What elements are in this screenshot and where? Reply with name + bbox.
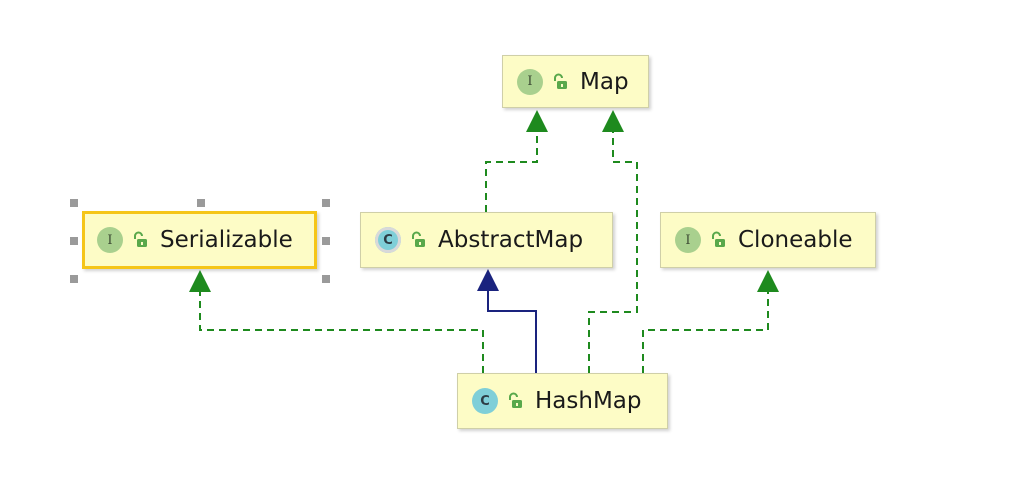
arrowhead-map-right	[602, 110, 624, 132]
node-hashmap[interactable]: C HashMap	[457, 373, 668, 429]
node-label: Cloneable	[738, 227, 853, 253]
node-serializable[interactable]: I Serializable	[82, 211, 317, 269]
interface-icon: I	[97, 227, 123, 253]
arrowhead-serializable	[189, 270, 211, 292]
edge-hashmap-map	[588, 132, 638, 373]
node-map[interactable]: I Map	[502, 55, 649, 108]
selection-handle-tl[interactable]	[70, 199, 78, 207]
selection-handle-bl[interactable]	[70, 275, 78, 283]
selection-handle-ml[interactable]	[70, 237, 78, 245]
abstract-class-icon: C	[375, 227, 401, 253]
lock-open-icon	[712, 231, 725, 247]
node-label: AbstractMap	[438, 227, 584, 253]
lock-open-icon	[134, 231, 147, 247]
interface-icon: I	[675, 227, 701, 253]
selection-handle-tm[interactable]	[197, 199, 205, 207]
edge-hashmap-serializable	[199, 292, 484, 373]
node-label: Serializable	[160, 227, 293, 253]
node-abstractmap[interactable]: C AbstractMap	[360, 212, 613, 268]
lock-open-icon	[554, 73, 567, 89]
node-label: HashMap	[535, 388, 642, 414]
edge-abstractmap-map	[485, 132, 538, 212]
arrowhead-map-left	[526, 110, 548, 132]
selection-handle-br[interactable]	[322, 275, 330, 283]
selection-handle-tr[interactable]	[322, 199, 330, 207]
node-cloneable[interactable]: I Cloneable	[660, 212, 876, 268]
lock-open-icon	[412, 231, 425, 247]
lock-open-icon	[509, 392, 522, 408]
edge-hashmap-abstractmap	[487, 290, 537, 373]
arrowhead-abstractmap	[477, 269, 499, 291]
selection-handle-mr[interactable]	[322, 237, 330, 245]
class-icon: C	[472, 388, 498, 414]
interface-icon: I	[517, 68, 543, 95]
edge-hashmap-cloneable	[642, 292, 769, 373]
node-label: Map	[580, 68, 629, 95]
arrowhead-cloneable	[757, 270, 779, 292]
